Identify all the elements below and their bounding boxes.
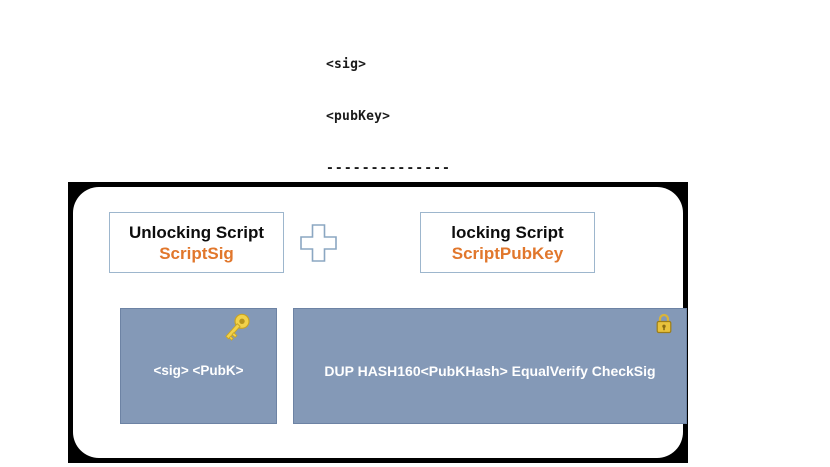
- unlocking-stack-label: <sig> <PubK>: [153, 363, 244, 378]
- locking-script-box: locking Script ScriptPubKey: [420, 212, 595, 273]
- diagram-panel: Unlocking Script ScriptSig locking Scrip…: [73, 187, 687, 458]
- locking-stack-box: DUP HASH160<PubKHash> EqualVerify CheckS…: [293, 308, 687, 424]
- script-line: <pubKey>: [326, 109, 391, 125]
- script-line: <sig>: [326, 57, 367, 73]
- diagram-frame: Unlocking Script ScriptSig locking Scrip…: [68, 182, 688, 463]
- plus-icon: [300, 224, 337, 262]
- locking-script-subtitle: ScriptPubKey: [451, 243, 564, 263]
- padlock-icon: [654, 312, 674, 341]
- unlocking-stack-box: <sig> <PubK>: [120, 308, 277, 424]
- locking-script-title: locking Script: [451, 222, 564, 242]
- unlocking-script-box: Unlocking Script ScriptSig: [109, 212, 284, 273]
- unlocking-script-subtitle: ScriptSig: [159, 243, 234, 263]
- key-icon: [221, 311, 251, 350]
- unlocking-script-title: Unlocking Script: [128, 222, 265, 242]
- script-separator-line: --------------: [326, 160, 451, 176]
- locking-stack-label: DUP HASH160<PubKHash> EqualVerify CheckS…: [324, 363, 656, 379]
